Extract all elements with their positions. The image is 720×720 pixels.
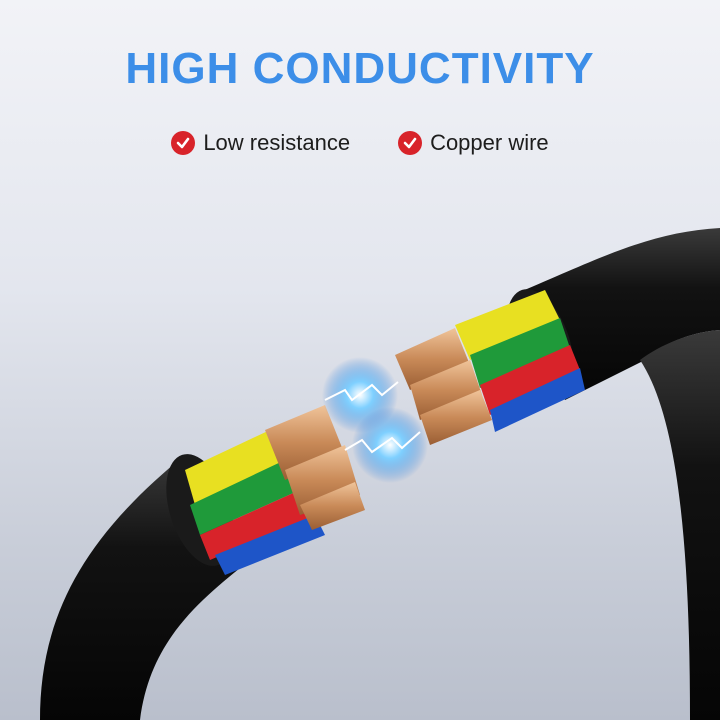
feature-label: Low resistance	[203, 130, 351, 155]
headline: HIGH CONDUCTIVITY	[125, 44, 595, 93]
feature-list: Low resistance Copper wire	[0, 130, 720, 156]
feature-label: Copper wire	[430, 130, 549, 155]
electric-spark-icon	[322, 357, 428, 483]
check-icon	[398, 131, 423, 155]
check-icon	[171, 131, 196, 155]
wires-left	[185, 405, 365, 575]
feature-low-resistance: Low resistance	[171, 130, 350, 156]
feature-copper-wire: Copper wire	[398, 130, 549, 156]
wires-right	[395, 290, 585, 445]
